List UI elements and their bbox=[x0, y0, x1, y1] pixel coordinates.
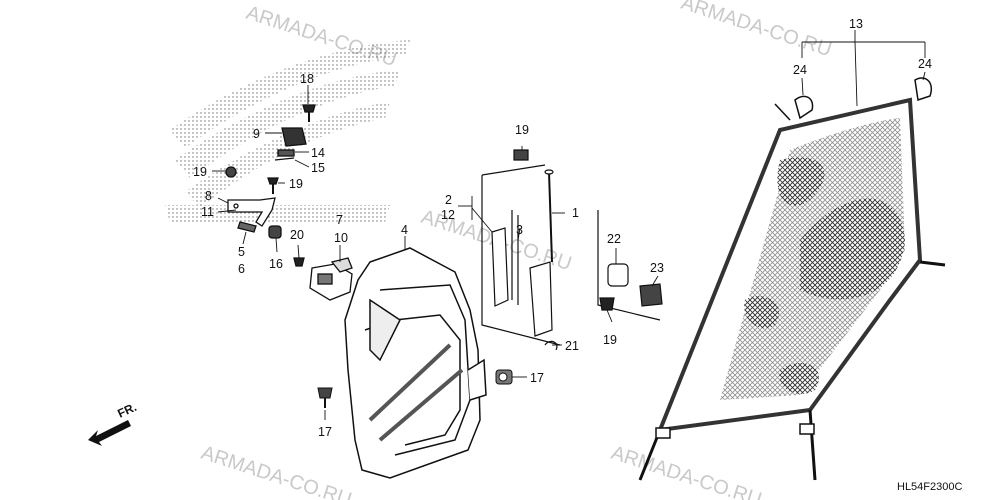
leader-lines bbox=[212, 30, 926, 420]
screw-17 bbox=[317, 369, 513, 408]
callout-12: 12 bbox=[441, 208, 455, 222]
front-direction-arrow: FR. bbox=[88, 400, 139, 446]
callout-24-right: 24 bbox=[918, 57, 932, 71]
callout-6: 6 bbox=[238, 262, 245, 276]
callout-24-left: 24 bbox=[793, 63, 807, 77]
callout-19-right: 19 bbox=[603, 333, 617, 347]
callout-19-nut: 19 bbox=[193, 165, 207, 179]
callout-4: 4 bbox=[401, 223, 408, 237]
callout-7: 7 bbox=[336, 213, 343, 227]
callout-18: 18 bbox=[300, 72, 314, 86]
latch-plate bbox=[309, 257, 353, 301]
callout-3: 3 bbox=[516, 223, 523, 237]
direction-label: FR. bbox=[115, 400, 138, 421]
watermark-bottom-right: ARMADA-CO.RU bbox=[608, 442, 764, 500]
callout-20: 20 bbox=[290, 228, 304, 242]
callout-17-right: 17 bbox=[530, 371, 544, 385]
callout-19-bolt: 19 bbox=[289, 177, 303, 191]
hinge-group bbox=[481, 149, 663, 351]
callout-11: 11 bbox=[201, 205, 214, 219]
wing-logo bbox=[165, 40, 410, 222]
callout-10: 10 bbox=[334, 231, 348, 245]
callout-8: 8 bbox=[205, 189, 212, 203]
callout-1: 1 bbox=[572, 206, 579, 220]
callout-5: 5 bbox=[238, 245, 245, 259]
callout-22: 22 bbox=[607, 232, 621, 246]
callout-2: 2 bbox=[445, 193, 452, 207]
callout-17-left: 17 bbox=[318, 425, 332, 439]
net-assembly bbox=[638, 77, 946, 481]
diagram-code: HL54F2300C bbox=[897, 481, 962, 493]
callout-labels: 1 2 3 4 5 6 7 8 9 10 11 12 13 14 15 16 1… bbox=[193, 17, 932, 439]
bracket-hardware bbox=[225, 104, 316, 267]
callout-9: 9 bbox=[253, 127, 260, 141]
door-panel bbox=[344, 247, 487, 479]
callout-23: 23 bbox=[650, 261, 664, 275]
callout-14: 14 bbox=[311, 146, 325, 160]
callout-21: 21 bbox=[565, 339, 579, 353]
watermark-bottom: ARMADA-CO.RU bbox=[198, 442, 354, 500]
callout-16: 16 bbox=[269, 257, 283, 271]
watermark-top-right: ARMADA-CO.RU bbox=[678, 0, 834, 61]
callout-13: 13 bbox=[849, 17, 863, 31]
callout-15: 15 bbox=[311, 161, 325, 175]
callout-19-top: 19 bbox=[515, 123, 529, 137]
